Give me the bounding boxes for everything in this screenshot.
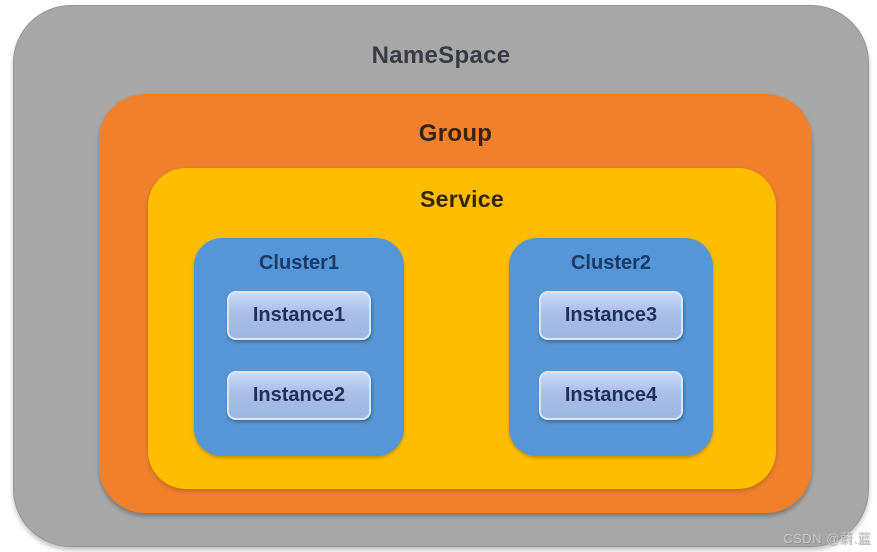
- cluster2-container: Cluster2 Instance3 Instance4: [509, 238, 713, 456]
- watermark: CSDN @蔚.蓝: [783, 531, 871, 546]
- cluster1-container: Cluster1 Instance1 Instance2: [194, 238, 404, 456]
- service-label: Service: [420, 186, 504, 212]
- namespace-container: NameSpace Group Service Cluster1 Instanc…: [13, 5, 869, 547]
- cluster1-label: Cluster1: [258, 252, 340, 274]
- instance-box: Instance1: [227, 291, 371, 340]
- group-label: Group: [418, 120, 493, 147]
- instance-box: Instance4: [539, 371, 683, 420]
- namespace-label: NameSpace: [371, 42, 511, 69]
- instance-box: Instance3: [539, 291, 683, 340]
- service-container: Service Cluster1 Instance1 Instance2 Clu…: [148, 168, 776, 489]
- instance-box: Instance2: [227, 371, 371, 420]
- group-container: Group Service Cluster1 Instance1 Instanc…: [99, 94, 812, 513]
- cluster2-label: Cluster2: [570, 252, 652, 274]
